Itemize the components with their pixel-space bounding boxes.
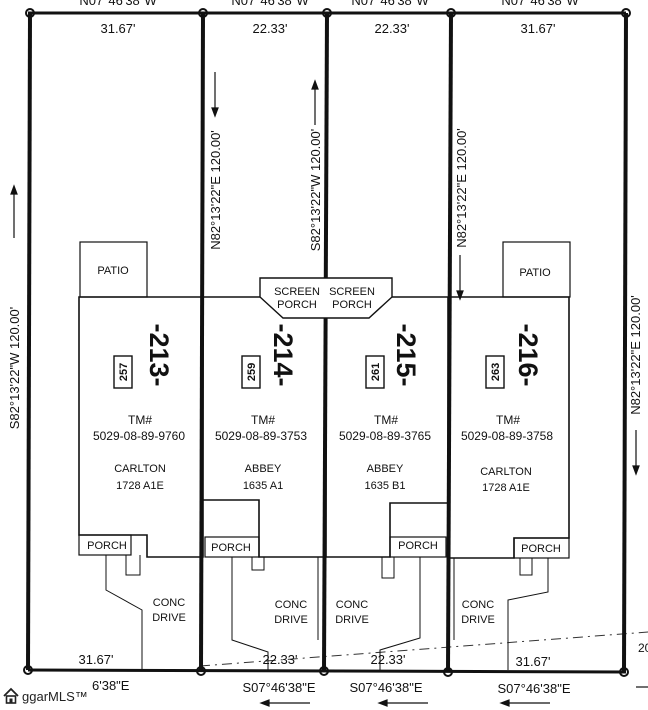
lot-215: -215- 261 TM# 5029-08-89-3765 ABBEY 1635… <box>335 323 438 626</box>
address-badge <box>485 355 505 389</box>
side-label-2: N82°13'22"E 120.00' <box>208 130 223 250</box>
side-label-1: S82°13'22"W 120.00' <box>7 307 22 429</box>
drive-label-2: DRIVE <box>152 612 186 624</box>
screen-porch-label-1a: SCREEN <box>274 286 320 298</box>
house-logo-icon <box>2 687 20 705</box>
drive-label-1: CONC <box>275 599 307 611</box>
lot-line-5 <box>622 12 628 673</box>
address-number: 259 <box>246 363 258 381</box>
patio-label-right: PATIO <box>519 267 551 279</box>
address-number: 257 <box>118 363 130 381</box>
corner-markers <box>23 8 631 677</box>
plan-code: 1728 A1E <box>482 482 530 494</box>
drive-label-2: DRIVE <box>274 614 308 626</box>
lot-line-1 <box>26 12 32 671</box>
lot-number: -214- <box>268 323 298 386</box>
plan-name: ABBEY <box>245 463 282 475</box>
tm-label: TM# <box>128 413 152 427</box>
bottom-bearing-label-3: S07°46'38"E <box>349 680 422 695</box>
porch-label: PORCH <box>521 543 561 555</box>
dashed-centerline <box>199 631 648 667</box>
address-badge <box>113 355 133 389</box>
side-label-3: S82°13'22"W 120.00' <box>308 129 323 251</box>
direction-arrows <box>10 72 648 707</box>
screen-porch-outline <box>259 277 393 319</box>
screen-porch-label-2b: PORCH <box>332 299 372 311</box>
bottom-frontage-1: 31.67' <box>78 652 113 667</box>
screen-porch-label-2a: SCREEN <box>329 286 375 298</box>
edge-fragment-label: 20 <box>638 641 648 655</box>
bottom-frontage-2: 22.33' <box>262 652 297 667</box>
plan-code: 1635 A1 <box>243 480 283 492</box>
lot-number: -213- <box>144 323 174 386</box>
tm-number: 5029-08-89-9760 <box>93 429 185 443</box>
lot-216: -216- 263 TM# 5029-08-89-3758 CARLTON 17… <box>461 323 561 626</box>
top-bearing-label-1: N07°46'38"W <box>79 0 157 8</box>
drive-label-1: CONC <box>462 599 494 611</box>
bottom-bearing-label-1: 6'38"E <box>92 678 130 693</box>
lot-number: -216- <box>513 323 543 386</box>
lot-line-4 <box>446 12 453 673</box>
porch-outline-1 <box>78 534 132 556</box>
top-frontage-2: 22.33' <box>252 21 287 36</box>
porch-label: PORCH <box>398 540 438 552</box>
drive-label-1: CONC <box>336 599 368 611</box>
screen-porch-label-1b: PORCH <box>277 299 317 311</box>
plan-name: ABBEY <box>367 463 404 475</box>
address-number: 261 <box>370 363 382 381</box>
drive-label-2: DRIVE <box>461 614 495 626</box>
lot-line-2 <box>199 12 205 672</box>
plan-code: 1728 A1E <box>116 480 164 492</box>
tm-label: TM# <box>251 413 275 427</box>
top-frontage-3: 22.33' <box>374 21 409 36</box>
tm-label: TM# <box>496 413 520 427</box>
top-bearing-label-4: N07°46'38"W <box>501 0 579 8</box>
tm-label: TM# <box>374 413 398 427</box>
plan-name: CARLTON <box>480 466 532 478</box>
bottom-bearing-label-2: S07°46'38"E <box>242 680 315 695</box>
mls-watermark: ggarMLS™ <box>2 686 92 706</box>
lot-214: -214- 259 TM# 5029-08-89-3753 ABBEY 1635… <box>211 323 308 626</box>
tm-number: 5029-08-89-3765 <box>339 429 431 443</box>
watermark-text: ggarMLS™ <box>22 688 88 704</box>
patio-label-left: PATIO <box>97 265 129 277</box>
tm-number: 5029-08-89-3758 <box>461 429 553 443</box>
porch-outline-4 <box>513 537 570 559</box>
porch-label: PORCH <box>211 542 251 554</box>
patio-outline-left <box>79 241 148 298</box>
bottom-frontage-4: 31.67' <box>515 654 550 669</box>
top-bearing-label-2: N07°46'38"W <box>231 0 309 8</box>
drive-label-2: DRIVE <box>335 614 369 626</box>
patio-outline-right <box>502 241 571 298</box>
top-bearing-label-3: N07°46'38"W <box>351 0 429 8</box>
plan-name: CARLTON <box>114 463 166 475</box>
address-number: 263 <box>490 363 502 381</box>
plan-code: 1635 B1 <box>365 480 406 492</box>
driveway-lines <box>105 555 549 670</box>
tm-number: 5029-08-89-3753 <box>215 429 307 443</box>
lot-number: -215- <box>391 323 421 386</box>
porch-outline-3 <box>389 536 447 558</box>
side-label-5: N82°13'22"E 120.00' <box>628 295 643 415</box>
address-badge <box>241 355 261 389</box>
drive-label-1: CONC <box>153 597 185 609</box>
top-frontage-4: 31.67' <box>520 21 555 36</box>
bottom-frontage-3: 22.33' <box>370 652 405 667</box>
address-badge <box>365 355 385 389</box>
top-frontage-1: 31.67' <box>100 21 135 36</box>
bottom-bearing-label-4: S07°46'38"E <box>497 681 570 696</box>
porch-label: PORCH <box>87 540 127 552</box>
side-label-4: N82°13'22"E 120.00' <box>454 128 469 248</box>
lot-213: -213- 257 TM# 5029-08-89-9760 CARLTON 17… <box>87 323 186 624</box>
